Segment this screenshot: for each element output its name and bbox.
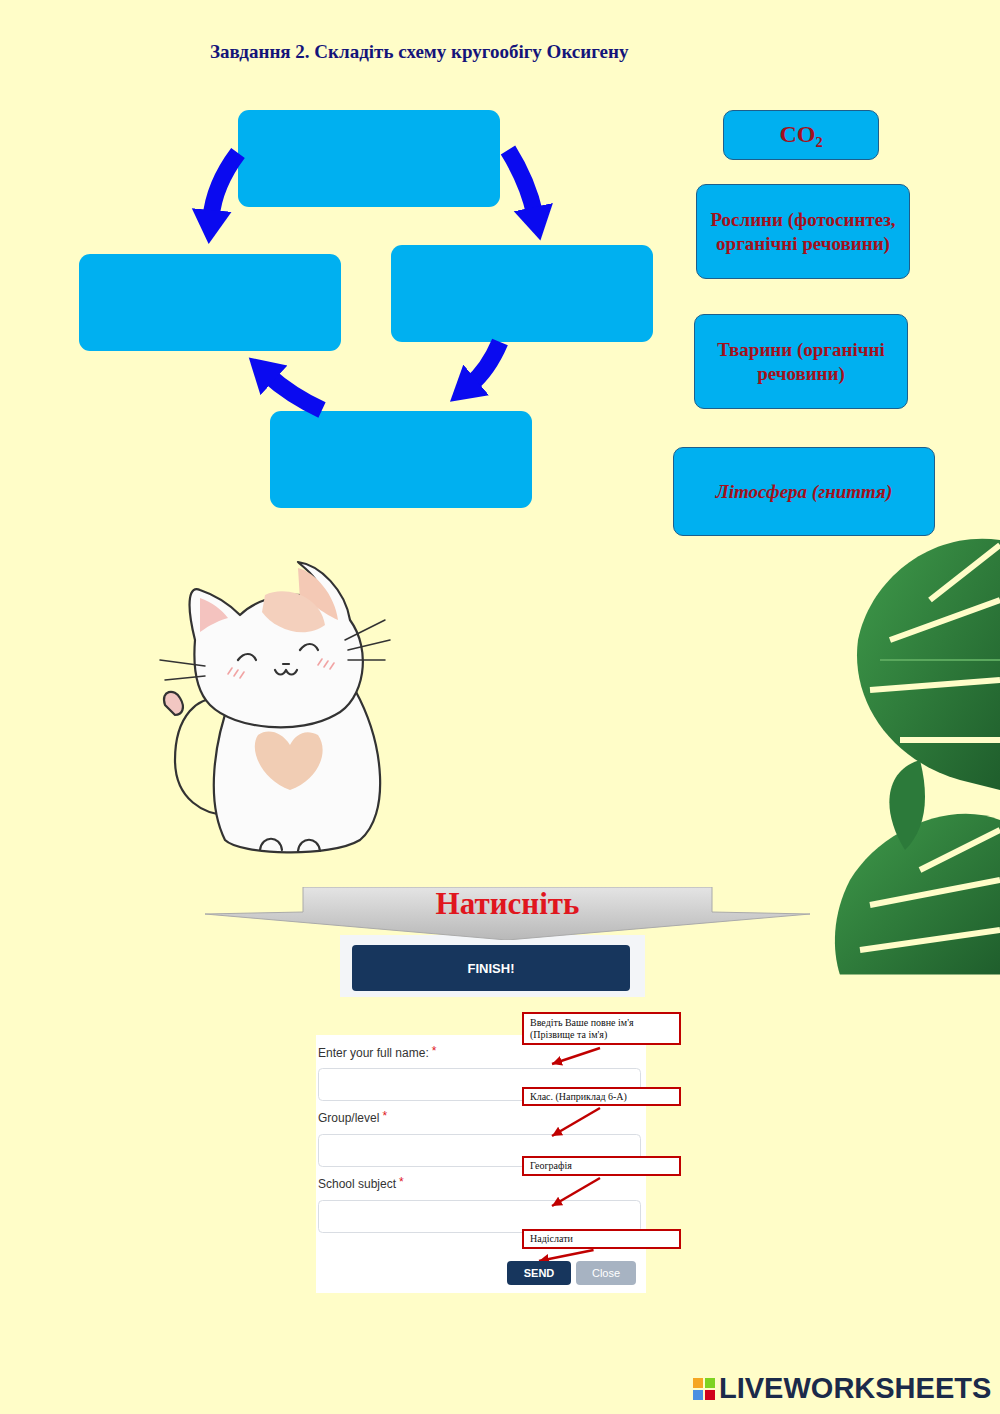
cat-illustration [160,562,390,852]
node-text: Географія [530,1160,572,1172]
empty-answer-boxes [79,110,653,508]
watermark: LIVEWORKSHEETS [719,1372,991,1405]
callout-box: Надіслати [522,1229,681,1249]
page-title: Завдання 2. Складіть схему кругообігу Ок… [210,41,629,63]
term-box: CO₂ [723,110,879,160]
node-text: Close [592,1267,620,1279]
node-text: SEND [524,1267,555,1279]
callout-box: Географія [522,1156,681,1176]
node-text: CO₂ [779,120,822,149]
button-panel [340,935,645,997]
node-text: Натисніть [436,887,580,921]
node-text: Введіть Ваше повне ім'я (Прізвище та ім'… [530,1017,673,1041]
close-button: Close [576,1261,636,1285]
callout-box: Введіть Ваше повне ім'я (Прізвище та ім'… [522,1012,681,1045]
node-text: Тварини (органічні речовини) [703,338,899,384]
required-mark: * [432,1044,437,1058]
field-label: School subject [318,1177,396,1191]
node-text: Надіслати [530,1233,573,1245]
node-text: Клас. (Наприклад 6-А) [530,1091,627,1103]
banner-outline [205,887,810,940]
term-box: Літосфера (гниття) [673,447,935,536]
term-box: Тварини (органічні речовини) [694,314,908,409]
monstera-leaves [820,539,1000,975]
finish-button: FINISH! [352,945,630,991]
form-inputs [319,1069,641,1233]
field-label: Group/level [318,1111,379,1125]
callout-box: Клас. (Наприклад 6-А) [522,1087,681,1106]
term-box: Рослини (фотосинтез, органічні речовини) [696,184,910,279]
required-mark: * [399,1175,404,1189]
cycle-arrows [211,150,535,410]
send-button: SEND [507,1261,571,1285]
node-text: Літосфера (гниття) [716,480,892,503]
logo-icon [693,1378,715,1400]
node-text: Рослини (фотосинтез, органічні речовини) [705,208,901,254]
arrow-banner: Натисніть [205,887,810,940]
leader-arrow [539,1250,594,1261]
field-label: Enter your full name: [318,1046,429,1060]
node-text: FINISH! [468,961,515,976]
required-mark: * [382,1109,387,1123]
leader-arrows [552,1048,600,1206]
